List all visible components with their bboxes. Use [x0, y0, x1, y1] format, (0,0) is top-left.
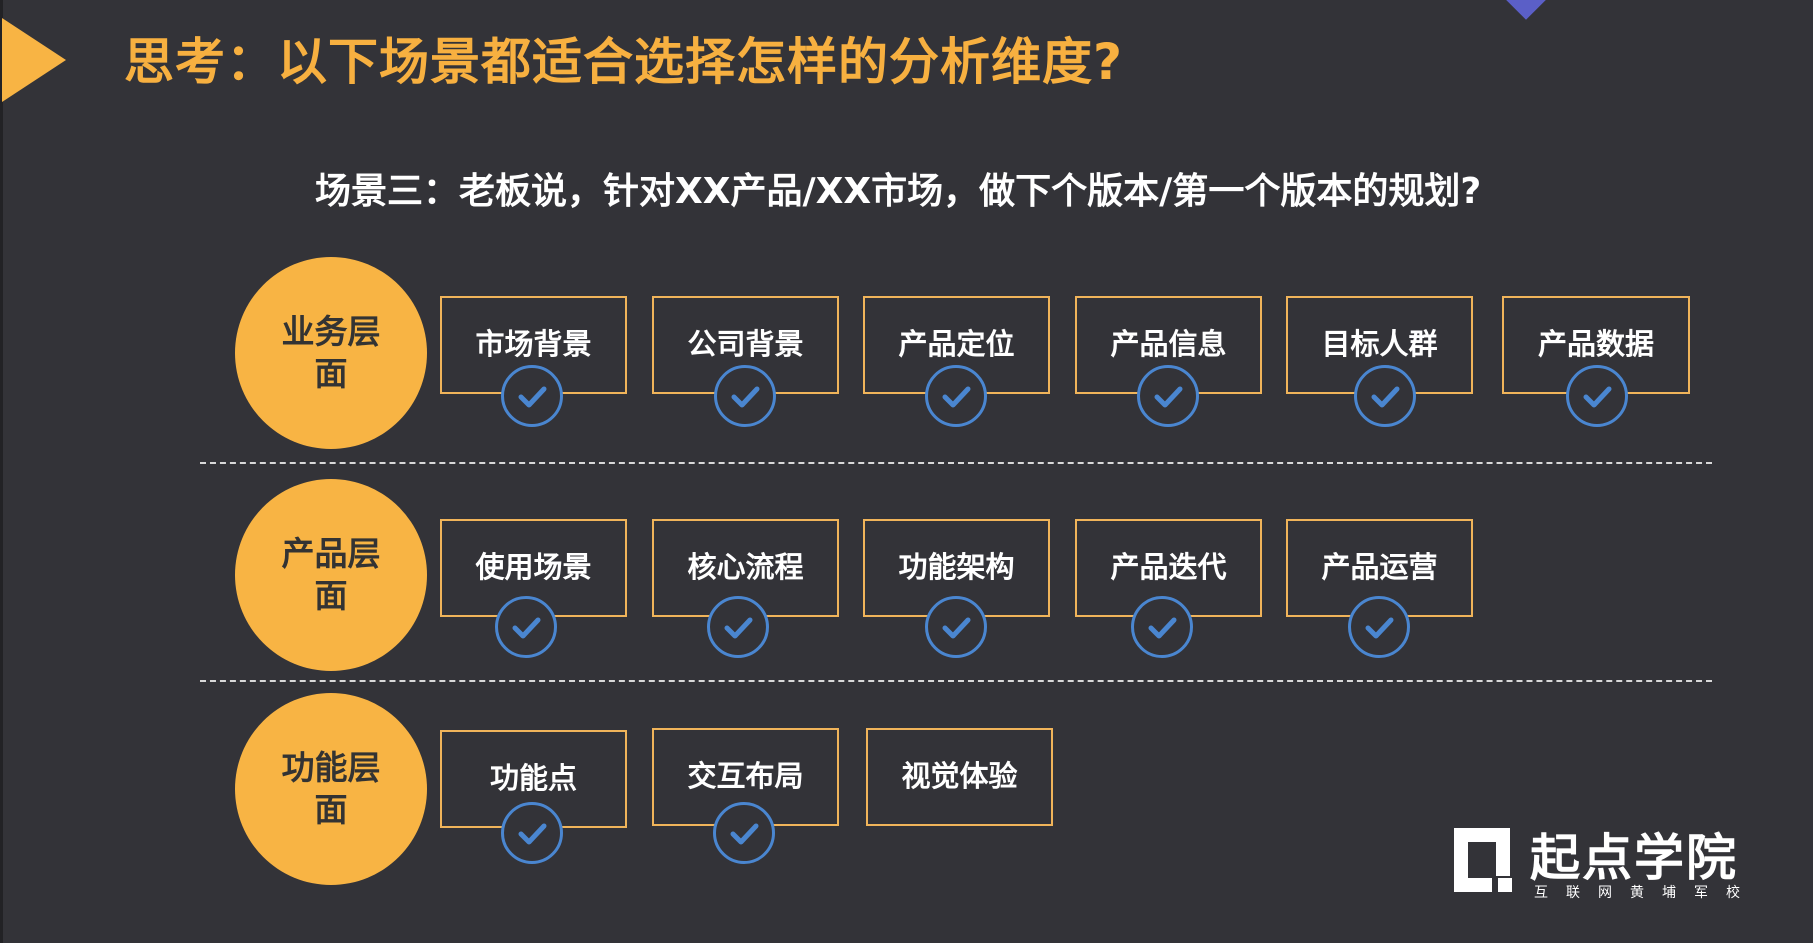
- dimension-label: 核心流程: [687, 550, 804, 584]
- slide-title: 思考：以下场景都适合选择怎样的分析维度?: [124, 33, 1124, 91]
- row-divider: [200, 680, 1712, 682]
- dimension-label: 目标人群: [1321, 327, 1438, 361]
- layer-circle-business: 业务层面: [235, 257, 427, 449]
- checkmark-circle-icon: [1354, 365, 1416, 427]
- checkmark-circle-icon: [495, 596, 557, 658]
- layer-circle-feature: 功能层面: [235, 693, 427, 885]
- scenario-subtitle: 场景三：老板说，针对XX产品/XX市场，做下个版本/第一个版本的规划?: [315, 171, 1482, 212]
- dimension-label: 使用场景: [475, 550, 592, 584]
- corner-diamond-icon: [1506, 0, 1546, 20]
- checkmark-circle-icon: [707, 596, 769, 658]
- dimension-label: 产品定位: [898, 327, 1015, 361]
- dimension-label: 公司背景: [687, 327, 804, 361]
- dimension-label: 产品数据: [1537, 327, 1654, 361]
- layer-label: 产品层面: [281, 534, 381, 615]
- dimension-box: 核心流程: [652, 519, 839, 617]
- dimension-box: 视觉体验: [866, 728, 1053, 826]
- dimension-label: 产品信息: [1110, 327, 1227, 361]
- layer-label: 功能层面: [281, 748, 381, 829]
- checkmark-circle-icon: [925, 365, 987, 427]
- dimension-label: 功能架构: [898, 550, 1015, 584]
- dimension-label: 功能点: [489, 761, 577, 795]
- checkmark-circle-icon: [714, 365, 776, 427]
- layer-label: 业务层面: [281, 312, 381, 393]
- logo-tagline: 互联网黄埔军校: [1534, 885, 1758, 901]
- play-triangle-icon: [2, 18, 66, 102]
- layer-circle-product: 产品层面: [235, 479, 427, 671]
- dimension-box: 产品数据: [1502, 296, 1690, 394]
- left-edge-shadow: [0, 0, 3, 943]
- checkmark-circle-icon: [1348, 596, 1410, 658]
- checkmark-circle-icon: [1137, 365, 1199, 427]
- checkmark-circle-icon: [501, 365, 563, 427]
- checkmark-circle-icon: [501, 802, 563, 864]
- dimension-label: 市场背景: [475, 327, 592, 361]
- checkmark-circle-icon: [1131, 596, 1193, 658]
- qidian-logo-icon: [1454, 828, 1512, 892]
- logo-name: 起点学院: [1530, 829, 1738, 887]
- checkmark-circle-icon: [925, 596, 987, 658]
- dimension-box: 产品迭代: [1075, 519, 1262, 617]
- dimension-label: 视觉体验: [901, 759, 1018, 793]
- dimension-label: 交互布局: [687, 759, 804, 793]
- checkmark-circle-icon: [713, 802, 775, 864]
- checkmark-circle-icon: [1566, 365, 1628, 427]
- row-divider: [200, 462, 1712, 464]
- dimension-label: 产品运营: [1321, 550, 1438, 584]
- dimension-label: 产品迭代: [1110, 550, 1227, 584]
